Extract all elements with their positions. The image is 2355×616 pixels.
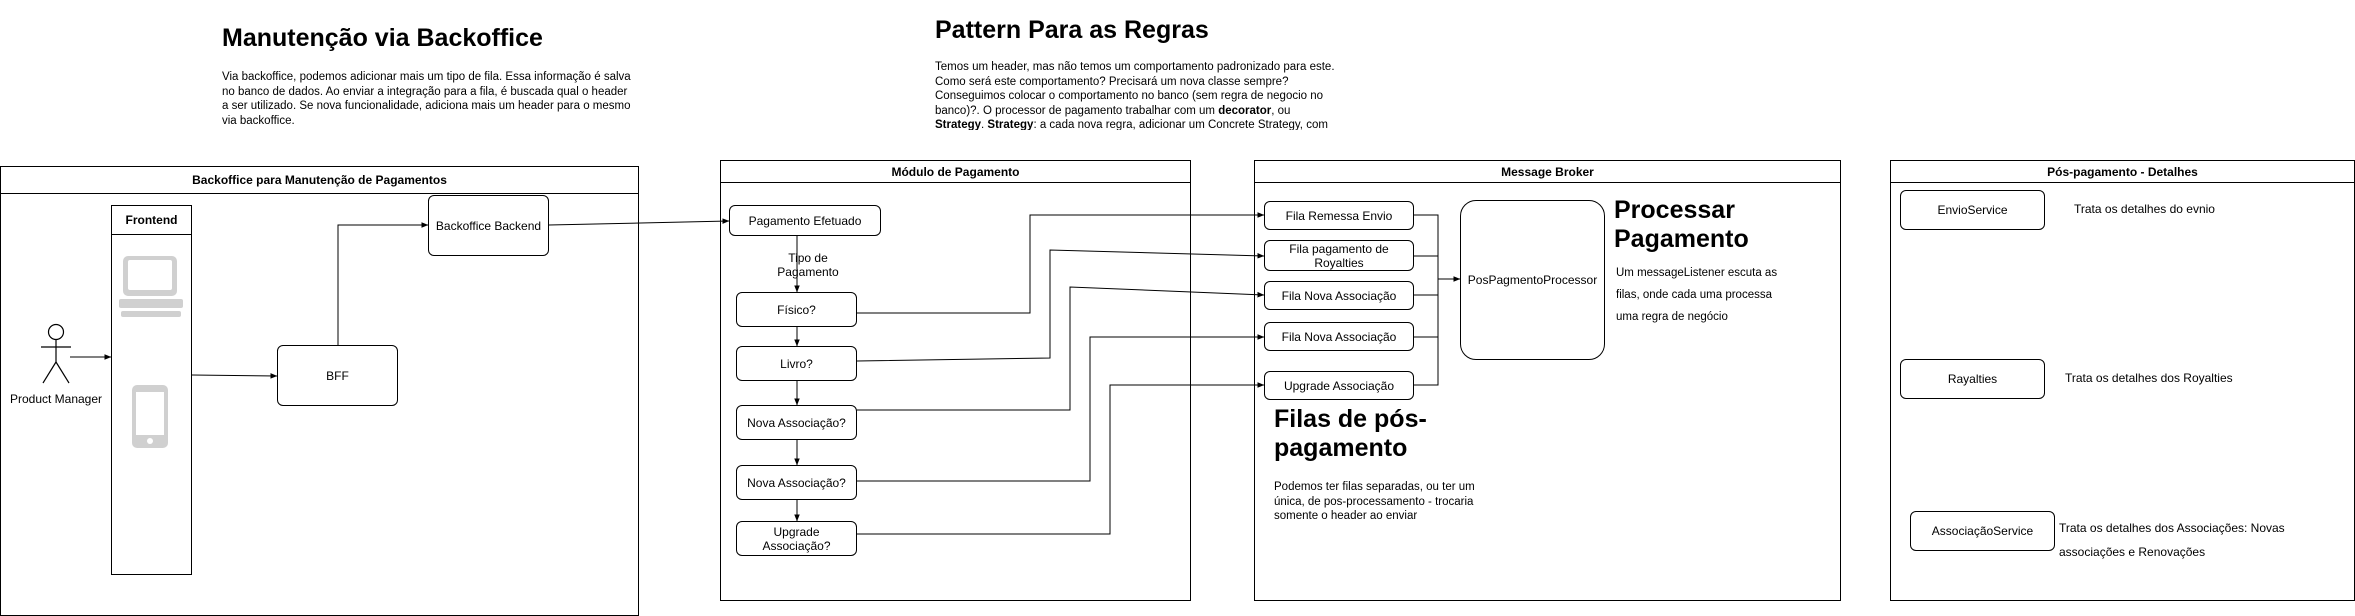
decision-fisico[interactable]: Físico? [736, 292, 857, 327]
actor-label: Product Manager [9, 392, 103, 406]
edge-q5-processor [1414, 279, 1439, 386]
associacao-service-node[interactable]: AssociaçãoService [1910, 511, 2055, 551]
payment-type-label: Tipo de Pagamento [770, 251, 846, 279]
broker-pool-title: Message Broker [1255, 161, 1840, 183]
backoffice-backend-node[interactable]: Backoffice Backend [428, 195, 549, 256]
queue-remessa-envio[interactable]: Fila Remessa Envio [1264, 201, 1414, 230]
edge-nova1-queue1 [857, 286, 1265, 411]
queue-upgrade-associacao[interactable]: Upgrade Associação [1264, 371, 1414, 400]
backoffice-heading: Manutenção via Backoffice [222, 24, 543, 52]
edge-bff-backend [337, 222, 429, 345]
bff-node[interactable]: BFF [277, 345, 398, 406]
queue-nova-associacao-2[interactable]: Fila Nova Associação [1264, 322, 1414, 351]
pattern-text-4: : a cada nova regra, adicionar um Concre… [1033, 119, 1328, 130]
envio-service-node[interactable]: EnvioService [1900, 190, 2045, 230]
pattern-text-1: Temos um header, mas não temos um compor… [935, 61, 1335, 117]
backoffice-pool-title: Backoffice para Manutenção de Pagamentos [1, 167, 638, 194]
envio-service-description: Trata os detalhes do evnio [2074, 202, 2215, 216]
edge-backend-payment [548, 218, 730, 226]
pattern-text-3: . [981, 119, 988, 130]
filas-pos-pagamento-description: Podemos ter filas separadas, ou ter um ú… [1274, 481, 1475, 522]
payment-done-node[interactable]: Pagamento Efetuado [729, 205, 881, 236]
queue-royalties[interactable]: Fila pagamento de Royalties [1264, 240, 1414, 271]
edge-frontend-bff [191, 373, 278, 379]
pattern-heading: Pattern Para as Regras [935, 16, 1209, 44]
backoffice-description: Via backoffice, podemos adicionar mais u… [222, 71, 631, 127]
edge-q1-processor [1414, 214, 1461, 282]
edge-livro-royalties [856, 249, 1265, 362]
monitor-icon [119, 256, 183, 317]
pattern-text-2: , ou [1271, 104, 1291, 117]
processar-pagamento-description: Um messageListener escuta as filas, onde… [1616, 267, 1778, 323]
pattern-description: Temos um header, mas não temos um compor… [935, 60, 1340, 130]
pos-pagamento-processor[interactable]: PosPagmentoProcessor [1460, 200, 1605, 360]
pattern-text-strategy-2: Strategy [987, 119, 1034, 130]
edge-nova2-queue2 [857, 334, 1265, 482]
filas-pos-pagamento-heading: Filas de pós-pagamento [1274, 405, 1427, 462]
edge-fisico-remessa [857, 212, 1265, 314]
decision-nova-associacao-1[interactable]: Nova Associação? [736, 405, 857, 440]
frontend-title: Frontend [112, 206, 191, 235]
edge-upgrade-queue [857, 382, 1265, 535]
associacao-service-description: Trata os detalhes dos Associações: Novas… [2059, 521, 2285, 559]
decision-upgrade-associacao[interactable]: Upgrade Associação? [736, 521, 857, 556]
smartphone-icon [132, 385, 168, 448]
processar-pagamento-heading: Processar Pagamento [1614, 196, 1749, 253]
post-pool-title: Pós-pagamento - Detalhes [1891, 161, 2354, 183]
rayalties-description: Trata os detalhes dos Royalties [2065, 371, 2233, 385]
pattern-text-strategy: Strategy [935, 119, 982, 130]
payment-pool-title: Módulo de Pagamento [721, 161, 1190, 183]
decision-nova-associacao-2[interactable]: Nova Associação? [736, 465, 857, 500]
queue-nova-associacao-1[interactable]: Fila Nova Associação [1264, 281, 1414, 310]
rayalties-node[interactable]: Rayalties [1900, 359, 2045, 399]
decision-livro[interactable]: Livro? [736, 346, 857, 381]
pattern-text-decorator: decorator [1218, 104, 1272, 117]
person-icon [41, 323, 71, 384]
